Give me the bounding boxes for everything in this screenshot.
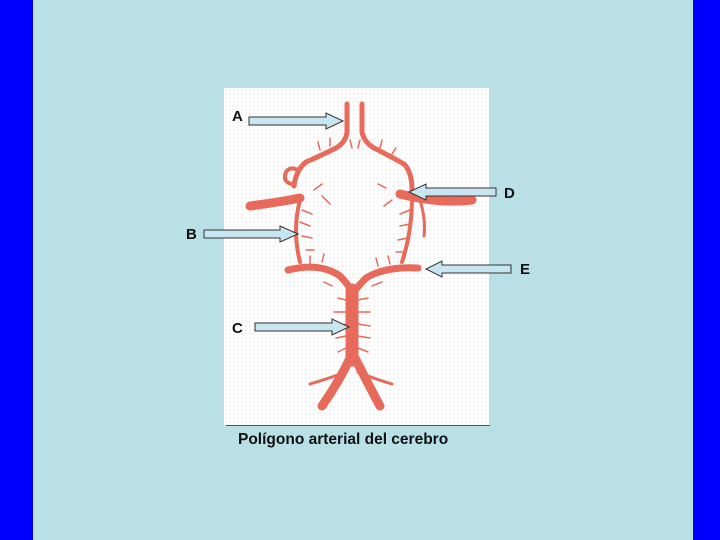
middle-cerebral-artery-left	[245, 193, 305, 211]
arrow-C	[254, 318, 351, 336]
anterior-segment-right	[401, 161, 415, 193]
vertebral-artery-right	[350, 353, 385, 411]
label-D: D	[504, 185, 515, 202]
vertebral-artery-left	[317, 353, 355, 411]
posterior-cerebral-artery-left	[284, 263, 356, 296]
vertebral-branch-right	[356, 370, 394, 386]
figure-caption: Polígono arterial del cerebro	[238, 431, 449, 448]
mca-branch-left	[282, 166, 300, 186]
posterior-communicating-left	[294, 198, 302, 264]
label-A: A	[232, 108, 243, 125]
arrow-A	[248, 112, 345, 130]
caption-divider	[226, 425, 490, 426]
label-B: B	[186, 226, 197, 243]
diagram-panel	[224, 88, 489, 425]
arrow-B	[203, 225, 300, 243]
mca-branch-right	[418, 198, 426, 238]
pointer-arrows	[203, 112, 512, 336]
anterior-cerebral-artery-right	[359, 101, 407, 167]
arrow-D	[407, 183, 497, 201]
posterior-cerebral-artery-right	[350, 264, 422, 296]
anterior-segment-left	[291, 159, 309, 189]
label-C: C	[232, 320, 243, 337]
label-E: E	[520, 261, 531, 278]
anterior-cerebral-artery-left	[303, 101, 350, 165]
vertebral-branch-left	[308, 370, 348, 386]
arrow-E	[424, 260, 512, 278]
middle-cerebral-artery-right	[395, 189, 477, 206]
posterior-communicating-right	[400, 194, 414, 264]
